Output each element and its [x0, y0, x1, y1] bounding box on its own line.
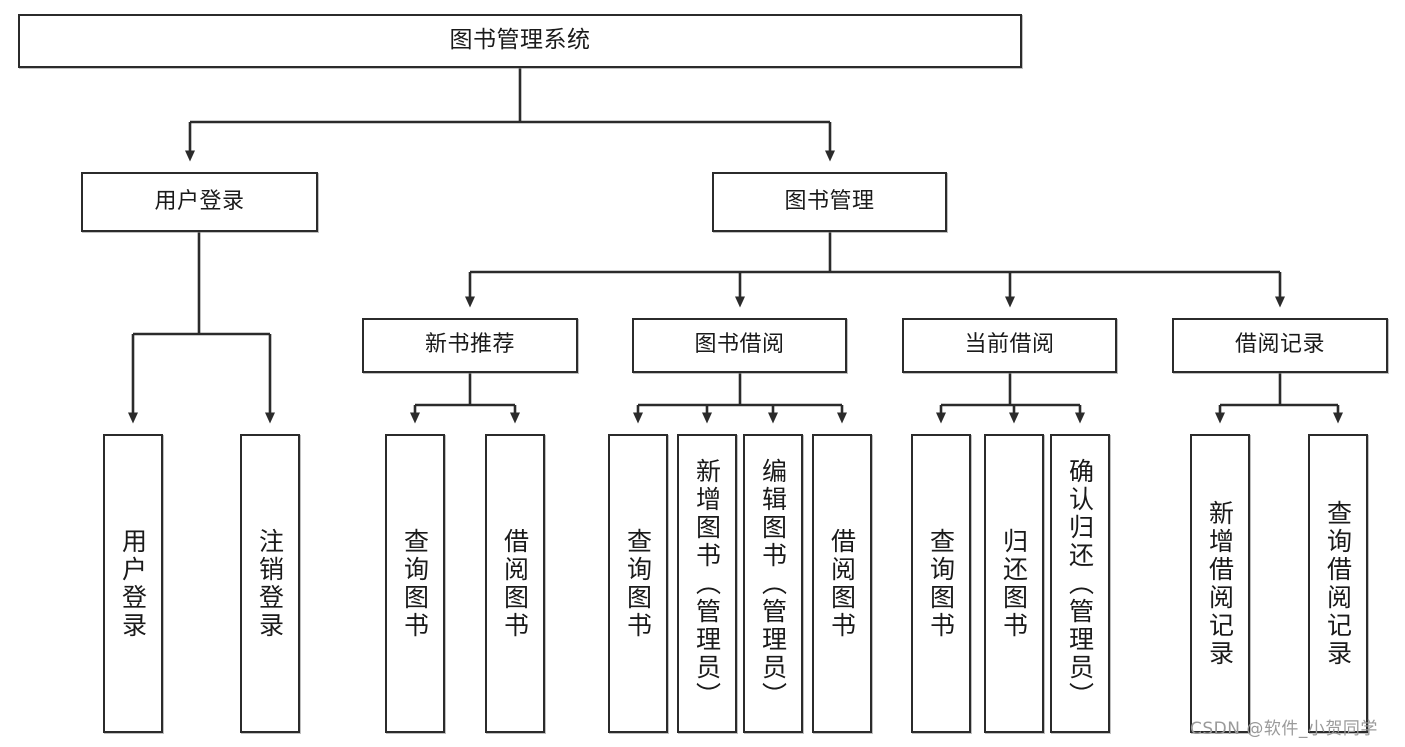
node-leaf-query-book-2-label: 查询图书: [623, 527, 653, 640]
node-leaf-query-book-2[interactable]: 查询图书: [608, 434, 668, 733]
node-book-borrow[interactable]: 图书借阅: [632, 318, 847, 373]
node-leaf-user-login[interactable]: 用户登录: [103, 434, 163, 733]
node-leaf-return-book-label: 归还图书: [999, 527, 1029, 640]
node-leaf-borrow-book-1-label: 借阅图书: [500, 527, 530, 640]
node-leaf-confirm-return[interactable]: 确认归还（管理员）: [1050, 434, 1110, 733]
node-user-login-label: 用户登录: [154, 188, 245, 214]
node-leaf-add-book[interactable]: 新增图书（管理员）: [677, 434, 737, 733]
node-leaf-confirm-return-label: 确认归还（管理员）: [1065, 457, 1095, 710]
node-borrow-record[interactable]: 借阅记录: [1172, 318, 1388, 373]
node-leaf-add-record-label: 新增借阅记录: [1205, 499, 1235, 668]
node-leaf-query-record-label: 查询借阅记录: [1323, 499, 1353, 668]
node-leaf-return-book[interactable]: 归还图书: [984, 434, 1044, 733]
node-user-login[interactable]: 用户登录: [81, 172, 318, 232]
node-leaf-borrow-book-1[interactable]: 借阅图书: [485, 434, 545, 733]
node-root[interactable]: 图书管理系统: [18, 14, 1022, 68]
node-book-borrow-label: 图书借阅: [694, 332, 785, 358]
node-leaf-logout-login[interactable]: 注销登录: [240, 434, 300, 733]
node-leaf-borrow-book-2[interactable]: 借阅图书: [812, 434, 872, 733]
node-root-label: 图书管理系统: [449, 27, 591, 54]
csdn-watermark: CSDN @软件_小贺同学: [1190, 719, 1378, 739]
node-book-manage[interactable]: 图书管理: [712, 172, 947, 232]
node-leaf-query-book-1-label: 查询图书: [400, 527, 430, 640]
node-leaf-add-book-label: 新增图书（管理员）: [692, 457, 722, 710]
node-leaf-user-login-label: 用户登录: [118, 527, 148, 640]
node-leaf-query-book-3-label: 查询图书: [926, 527, 956, 640]
node-leaf-logout-login-label: 注销登录: [255, 527, 285, 640]
node-leaf-query-book-1[interactable]: 查询图书: [385, 434, 445, 733]
node-leaf-edit-book-label: 编辑图书（管理员）: [758, 457, 788, 710]
node-current-borrow[interactable]: 当前借阅: [902, 318, 1117, 373]
node-leaf-borrow-book-2-label: 借阅图书: [827, 527, 857, 640]
node-leaf-edit-book[interactable]: 编辑图书（管理员）: [743, 434, 803, 733]
node-new-book-recommend-label: 新书推荐: [424, 332, 515, 358]
node-current-borrow-label: 当前借阅: [964, 332, 1055, 358]
node-book-manage-label: 图书管理: [784, 188, 875, 214]
node-new-book-recommend[interactable]: 新书推荐: [362, 318, 578, 373]
node-leaf-query-book-3[interactable]: 查询图书: [911, 434, 971, 733]
node-leaf-query-record[interactable]: 查询借阅记录: [1308, 434, 1368, 733]
node-leaf-add-record[interactable]: 新增借阅记录: [1190, 434, 1250, 733]
node-borrow-record-label: 借阅记录: [1234, 332, 1325, 358]
